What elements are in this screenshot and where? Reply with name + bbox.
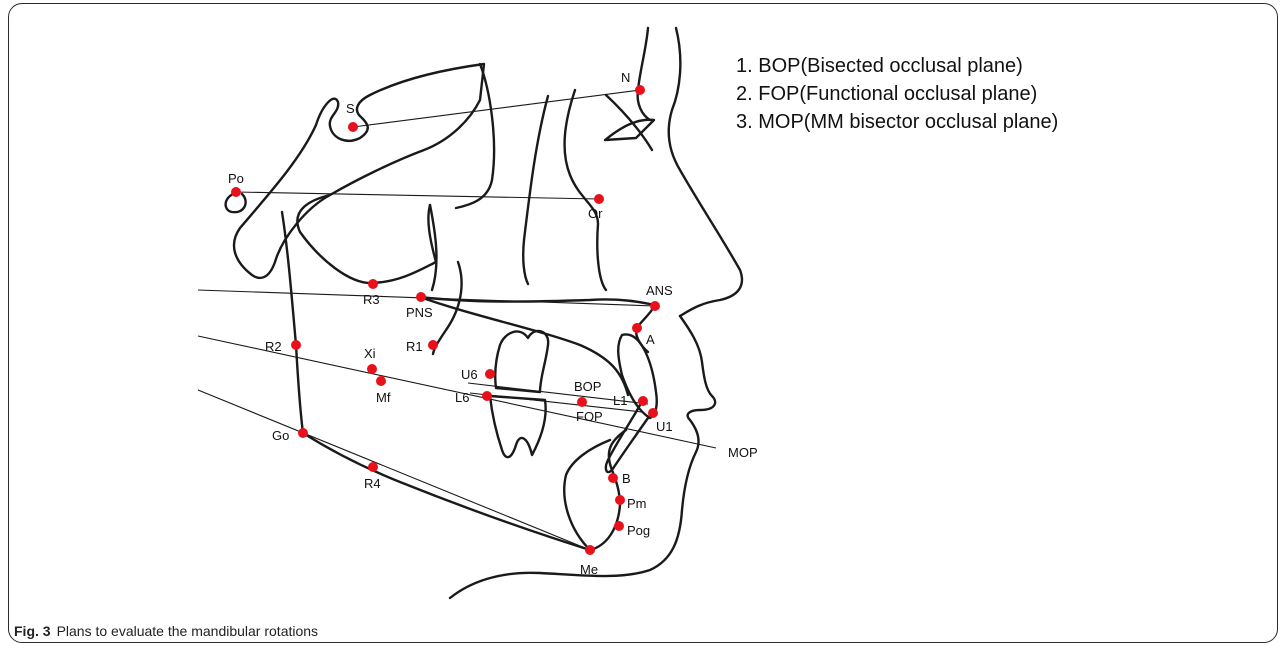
nasion-forehead [638,28,650,120]
landmark-U6 [485,369,495,379]
sella-contour [234,64,484,278]
label-U6: U6 [461,367,478,382]
label-Mf: Mf [376,390,391,405]
landmark-R2 [291,340,301,350]
ramus-posterior [282,212,303,433]
landmark-B [608,473,618,483]
lower-incisor [606,405,648,472]
label-ANS: ANS [646,283,673,298]
label-Me: Me [580,562,598,577]
mandibular-plane [198,390,590,550]
forehead-profile [669,28,742,316]
legend-item-bop: 1. BOP(Bisected occlusal plane) [736,52,1058,80]
sn-line [353,90,640,127]
landmark-L6 [482,391,492,401]
label-A: A [646,332,655,347]
landmark-PNS [416,292,426,302]
label-N: N [621,70,630,85]
landmark-S [348,122,358,132]
label-FOP: FOP [576,409,603,424]
figure-caption: Fig. 3 Plans to evaluate the mandibular r… [14,623,318,639]
landmark-N [635,85,645,95]
landmark-R3 [368,279,378,289]
landmark-BOP [577,397,587,407]
figure-label: Fig. 3 [14,623,51,639]
label-Po: Po [228,171,244,186]
landmark-R1 [428,340,438,350]
landmark-Pm [615,495,625,505]
label-R1: R1 [406,339,423,354]
label-R2: R2 [265,339,282,354]
landmark-L1 [638,396,648,406]
soft-tissue-lips [450,316,715,598]
landmark-Me [585,545,595,555]
label-R4: R4 [364,476,381,491]
label-Pog: Pog [627,523,650,538]
landmark-points [231,85,660,555]
orbit-inner [605,120,654,140]
landmark-Or [594,194,604,204]
landmark-Po [231,187,241,197]
nasal-bone [606,95,652,150]
landmark-A [632,323,642,333]
upper-molar [495,331,548,392]
cranial-base-posterior [456,64,494,208]
pterygoid-contour [297,195,436,283]
landmark-labels: N S Po Or R3 PNS ANS A R1 R2 Xi Mf U6 L6… [228,70,758,577]
orbit-contour [565,90,606,290]
anatomical-tracing [226,28,742,598]
label-R3: R3 [363,292,380,307]
label-B: B [622,471,631,486]
landmark-Go [298,428,308,438]
label-Xi: Xi [364,346,376,361]
label-S: S [346,101,355,116]
landmark-Xi [367,364,377,374]
landmark-R4 [368,462,378,472]
landmark-U1 [648,408,658,418]
label-Pm: Pm [627,496,647,511]
frankfort-horizontal [236,192,599,199]
reference-lines [198,90,716,550]
label-U1: U1 [656,419,673,434]
label-Go: Go [272,428,289,443]
palatal-line [198,290,655,306]
landmark-Mf [376,376,386,386]
label-Or: Or [588,206,603,221]
label-PNS: PNS [406,305,433,320]
frontal-process [523,96,548,284]
palatal-plane-contour [420,297,655,305]
label-BOP: BOP [574,379,601,394]
legend-item-mop: 3. MOP(MM bisector occlusal plane) [736,108,1058,136]
landmark-ANS [650,301,660,311]
plane-legend: 1. BOP(Bisected occlusal plane) 2. FOP(F… [736,52,1058,136]
label-L1: L1 [613,393,627,408]
caption-text: Plans to evaluate the mandibular rotatio… [57,623,319,639]
landmark-Pog [614,521,624,531]
symphysis-inner [564,440,610,550]
label-L6: L6 [455,390,469,405]
label-MOP: MOP [728,445,758,460]
legend-item-fop: 2. FOP(Functional occlusal plane) [736,80,1058,108]
